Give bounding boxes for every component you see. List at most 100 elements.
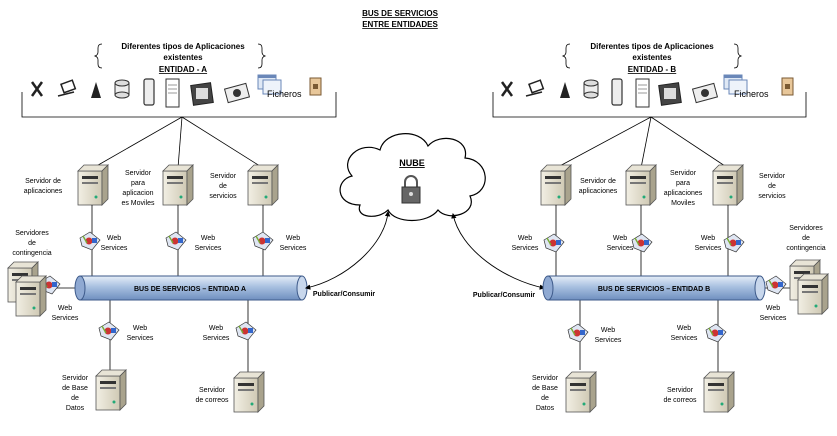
- webservice-icon: [543, 233, 565, 253]
- document-icon: [635, 78, 650, 108]
- window-icon: [723, 74, 748, 95]
- webservice-icon: [235, 321, 257, 341]
- srv-db-a-2: de Base: [62, 385, 88, 392]
- entity-a: Diferentes tipos de Aplicaciones existen…: [7, 42, 337, 413]
- bus-a-label: BUS DE SERVICIOS – ENTIDAD A: [134, 286, 246, 293]
- srv-cont-a-2: de: [28, 240, 36, 247]
- webservice-icon: [98, 321, 120, 341]
- server-contingency-a-icon: [15, 275, 47, 317]
- server-contingency-b-icon: [797, 273, 829, 315]
- ws-label: Services: [695, 245, 722, 252]
- srv-app-b-2: aplicaciones: [579, 188, 618, 195]
- database-icon: [114, 79, 130, 99]
- ws-label: Web: [133, 325, 147, 332]
- ws-label: Web: [107, 235, 121, 242]
- lock-icon: [401, 175, 421, 204]
- server-mobile-a-icon: [162, 164, 194, 206]
- srv-db-b-3: de: [541, 395, 549, 402]
- book-icon: [309, 77, 322, 96]
- srv-services-a-3: servicios: [209, 193, 237, 200]
- phone-icon: [143, 78, 155, 106]
- srv-db-a-4: Datos: [66, 405, 85, 412]
- database-icon: [583, 79, 599, 99]
- server-services-a-icon: [247, 164, 279, 206]
- ws-label: Web: [766, 305, 780, 312]
- apps-title-b-3: ENTIDAD - B: [628, 65, 677, 74]
- window-icon: [257, 74, 282, 95]
- server-mail-b-icon: [703, 371, 735, 413]
- srv-app-b-1: Servidor de: [580, 178, 616, 185]
- ws-label: Services: [280, 245, 307, 252]
- apps-title-b-1: Diferentes tipos de Aplicaciones: [590, 42, 714, 51]
- srv-app-a-1: Servidor de: [25, 178, 61, 185]
- srv-cont-a-3: contingencia: [12, 250, 51, 257]
- srv-mobile-b-3: aplicaciones: [664, 190, 703, 197]
- srv-mail-a-1: Servidor: [199, 387, 226, 394]
- server-services-b-icon: [712, 164, 744, 206]
- publish-label-b: Publicar/Consumir: [473, 292, 536, 299]
- bus-b: [542, 275, 766, 301]
- server-app-a-icon: [77, 164, 109, 206]
- arrow-a-cloud: [304, 210, 391, 290]
- ws-label: Services: [671, 335, 698, 342]
- ws-label: Web: [613, 235, 627, 242]
- apps-title-a-1: Diferentes tipos de Aplicaciones: [121, 42, 245, 51]
- ws-label: Web: [677, 325, 691, 332]
- webservice-icon: [252, 231, 274, 251]
- bus-b-label: BUS DE SERVICIOS – ENTIDAD B: [598, 286, 710, 293]
- ws-label: Services: [595, 337, 622, 344]
- apps-bracket-a: [21, 92, 337, 118]
- apps-bracket-b: [492, 92, 807, 118]
- tree-icon: [560, 82, 570, 98]
- apps-title-a-2: existentes: [163, 53, 203, 62]
- server-db-a-icon: [95, 369, 127, 411]
- ws-label: Services: [101, 245, 128, 252]
- ws-label: Services: [512, 245, 539, 252]
- srv-db-b-4: Datos: [536, 405, 555, 412]
- book-icon: [781, 77, 794, 96]
- srv-mobile-a-1: Servidor: [125, 170, 152, 177]
- brace-right-b: [733, 43, 743, 69]
- srv-mail-b-1: Servidor: [667, 387, 694, 394]
- laptop-icon: [525, 79, 545, 97]
- publish-label-a: Publicar/Consumir: [313, 291, 376, 298]
- ws-label: Web: [58, 305, 72, 312]
- ws-label: Services: [203, 335, 230, 342]
- ws-label: Services: [52, 315, 79, 322]
- srv-services-b-3: servicios: [758, 193, 786, 200]
- webservice-icon: [165, 231, 187, 251]
- laptop-icon: [57, 79, 77, 97]
- bus-a: [74, 275, 308, 301]
- srv-mail-b-2: de correos: [663, 397, 697, 404]
- srv-services-b-1: Servidor: [759, 173, 786, 180]
- webservice-icon: [631, 233, 653, 253]
- srv-mobile-b-4: Moviles: [671, 200, 695, 207]
- phone-icon: [611, 78, 623, 106]
- srv-cont-b-2: de: [802, 235, 810, 242]
- apps-title-a-3: ENTIDAD - A: [159, 65, 207, 74]
- ws-label: Services: [195, 245, 222, 252]
- disc-icon: [691, 82, 719, 104]
- ws-label: Web: [209, 325, 223, 332]
- brace-right-a: [257, 43, 267, 69]
- monitor-icon: [658, 82, 682, 106]
- srv-mobile-a-2: para: [131, 180, 145, 187]
- ws-label: Services: [127, 335, 154, 342]
- srv-db-a-1: Servidor: [62, 375, 89, 382]
- ws-label: Services: [760, 315, 787, 322]
- webservice-icon: [79, 231, 101, 251]
- title-line1: BUS DE SERVICIOS: [362, 9, 439, 18]
- server-mail-a-icon: [233, 371, 265, 413]
- title-line2: ENTRE ENTIDADES: [362, 20, 438, 29]
- srv-mobile-b-2: para: [676, 180, 690, 187]
- srv-mobile-b-1: Servidor: [670, 170, 697, 177]
- srv-db-a-3: de: [71, 395, 79, 402]
- srv-mobile-a-4: es Moviles: [121, 200, 155, 207]
- brace-left-a: [93, 43, 103, 69]
- disc-icon: [223, 82, 251, 104]
- srv-mail-a-2: de correos: [195, 397, 229, 404]
- server-mobile-b-icon: [625, 164, 657, 206]
- srv-services-a-2: de: [219, 183, 227, 190]
- srv-app-a-2: aplicaciones: [24, 188, 63, 195]
- ws-label: Services: [607, 245, 634, 252]
